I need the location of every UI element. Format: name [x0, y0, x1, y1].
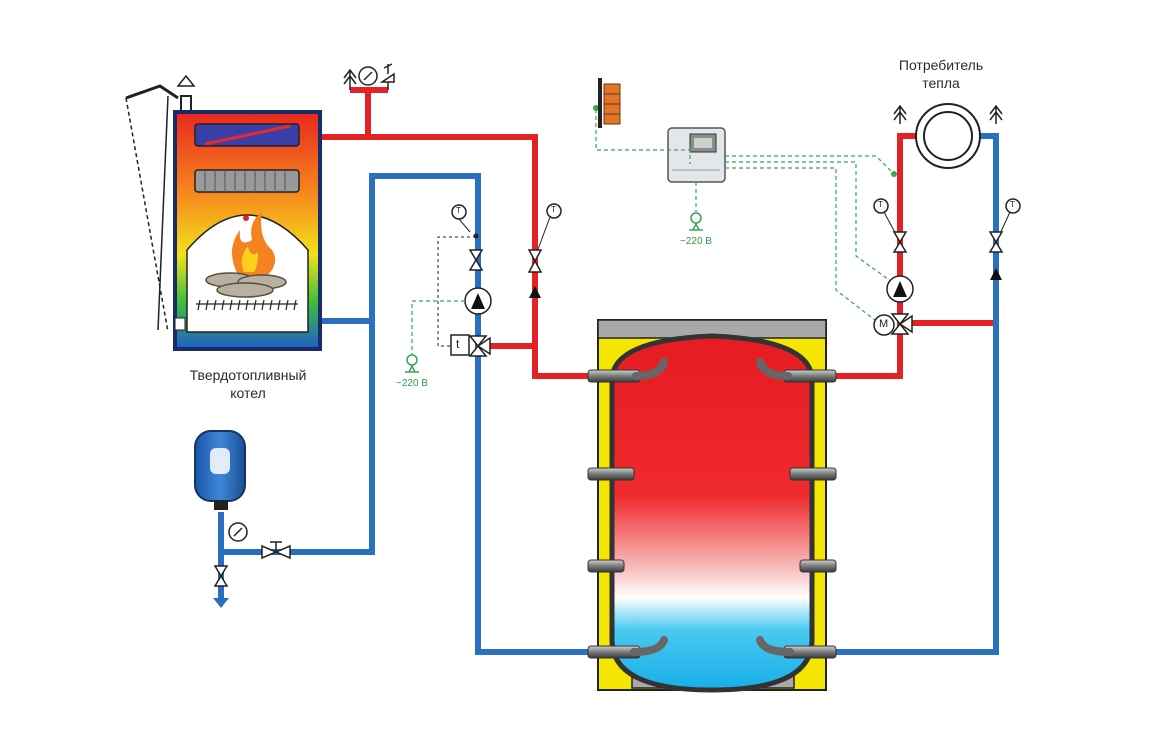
boiler-label-line2: котел — [230, 385, 266, 401]
air-vent-icon — [893, 104, 907, 124]
mixing-group — [405, 204, 492, 373]
logs — [205, 272, 287, 298]
controller-voltage-label: ~220 В — [680, 236, 712, 247]
ball-valve-icon — [892, 231, 908, 253]
consumer-group — [873, 103, 1021, 336]
pump-voltage-label: ~220 В — [396, 378, 428, 389]
air-vent-icon — [343, 68, 357, 90]
buffer-tank — [587, 319, 837, 693]
check-valve-icon — [990, 268, 1002, 280]
check-valve-icon — [529, 286, 541, 298]
thermometer-label-1: T — [456, 206, 461, 215]
thermometer-label-3: T — [878, 200, 883, 209]
tank-nozzles-left — [587, 369, 641, 659]
expansion-vessel — [194, 430, 291, 608]
boiler-label: Твердотопливный котел — [168, 366, 328, 402]
ball-valve-icon — [527, 249, 543, 273]
controller — [593, 105, 897, 325]
thermometer-icon — [546, 203, 562, 219]
ball-valve-icon — [468, 249, 484, 271]
hot-line-fittings — [527, 203, 562, 298]
consumer-label: Потребитель тепла — [876, 56, 1006, 92]
safety-group — [343, 63, 395, 90]
thermometer-label-2: T — [551, 205, 556, 214]
temperature-sensor-label: t — [456, 337, 460, 351]
air-vent-icon — [989, 104, 1003, 124]
thermometer-label-4: T — [1010, 200, 1015, 209]
boiler-label-line1: Твердотопливный — [189, 367, 307, 383]
drain-valve-icon — [213, 565, 229, 587]
grate — [196, 299, 298, 311]
safety-valve-icon — [379, 63, 395, 90]
consumer-label-line2: тепла — [922, 75, 960, 91]
chimney — [125, 84, 179, 100]
motor-actuator-icon — [873, 314, 895, 336]
ball-valve-icon — [988, 231, 1004, 253]
consumer-label-line1: Потребитель — [898, 57, 984, 73]
thermometer-icon — [1005, 198, 1021, 214]
motor-label: M — [879, 318, 889, 330]
thermometer-icon — [873, 198, 889, 214]
solid-fuel-boiler — [125, 74, 322, 351]
outdoor-sensor — [598, 78, 621, 128]
